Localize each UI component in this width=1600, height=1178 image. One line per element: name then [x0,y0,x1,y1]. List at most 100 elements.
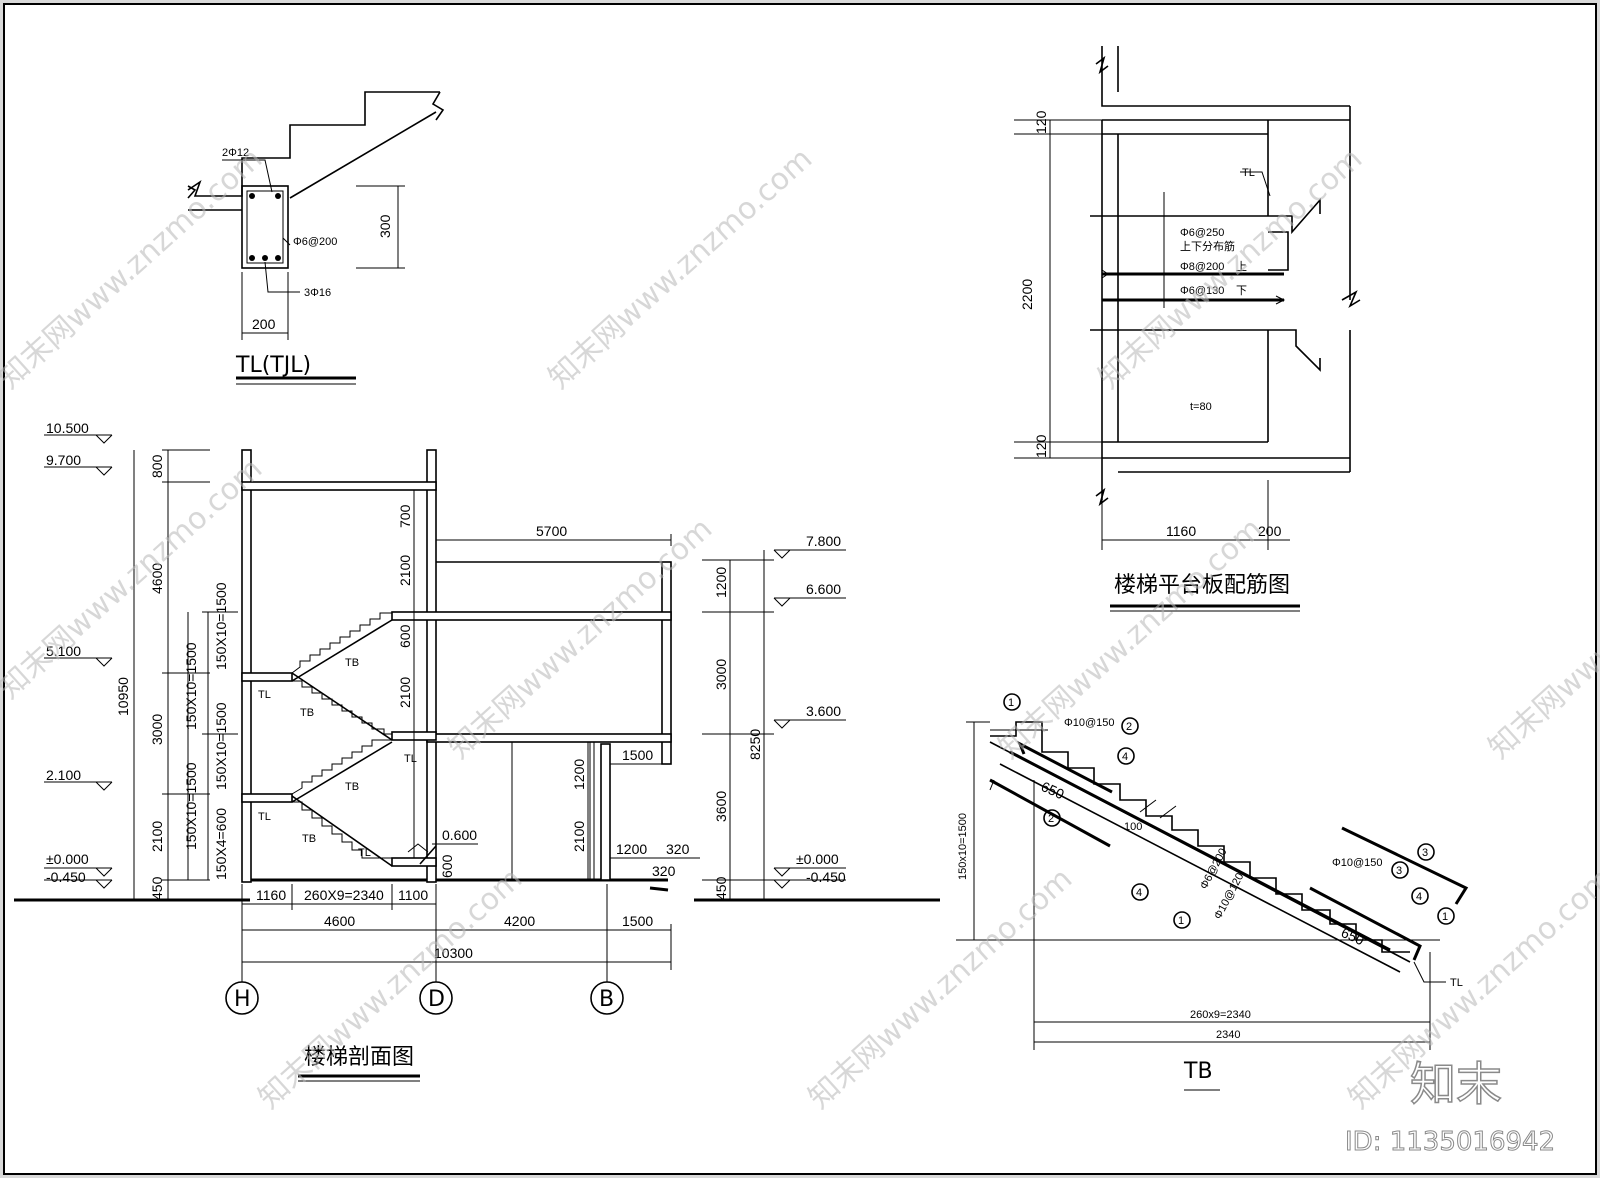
r-dim-450: 450 [713,876,729,900]
canopy-1500: 1500 [622,747,653,763]
sheet-border [3,3,1597,1175]
dim-flight-5: 150X4=600 [213,808,229,880]
tb-tl-label: TL [1450,977,1463,989]
door-dim-2100: 2100 [571,821,587,852]
platform-thickness: t=80 [1190,401,1212,413]
elev-9700: 9.700 [46,452,81,468]
elev-minus-0450: -0.450 [46,869,86,885]
dim-450: 450 [149,876,165,900]
tb-height: 150x10=1500 [957,813,969,880]
dim-600-b: 600 [439,854,455,878]
r-dim-3000: 3000 [713,659,729,690]
dim-flight-4: 150X10=1500 [183,762,199,850]
stair-section: TB TB TB TB TL TL TL TL 10.500 9.700 5.1… [14,420,940,1082]
elev-0000: ±0.000 [46,851,89,867]
rebar-1: Φ6@250 [1180,227,1224,239]
elev-r-minus-0450: -0.450 [806,869,846,885]
right-dims: 1200 3000 3600 450 8250 [702,550,774,900]
tb-rebar-top: Φ10@150 [1064,717,1115,729]
dim-3000: 3000 [149,714,165,745]
small-dim-320-a: 320 [666,841,690,857]
dim-2100-b: 2100 [397,677,413,708]
dim-4600: 4600 [149,563,165,594]
tb-total: 2340 [1216,1029,1240,1041]
marker-1-c: 1 [1442,911,1448,923]
tl-label-4: TL [358,847,371,859]
bot-2340: 260X9=2340 [304,887,384,903]
r-dim-3600: 3600 [713,791,729,822]
dim-flight-3: 150X10=1500 [213,702,229,790]
tl-bottom-bar-label: 3Φ16 [304,287,331,299]
tb-rebar-end: Φ10@150 [1332,857,1383,869]
dim-2100: 2100 [149,821,165,852]
dim-flight-2: 150X10=1500 [183,642,199,730]
dim-600-a: 600 [397,624,413,648]
axis-d: D [428,987,445,1012]
tb-run: 260x9=2340 [1190,1009,1251,1021]
dim-700: 700 [397,504,413,528]
rebar-2: Φ8@200 [1180,261,1224,273]
bot-1160: 1160 [256,887,286,903]
tl-label-3: TL [404,753,417,765]
left-dims: 800 4600 3000 2100 450 10950 150X10=1500… [115,449,238,900]
right-elevations: 7.800 6.600 3.600 ±0.000 -0.450 [773,533,846,889]
dim-10950: 10950 [115,677,131,716]
platform-dim-200: 200 [1258,523,1282,539]
platform-tl-label: TL [1242,167,1255,179]
r-dim-8250: 8250 [747,729,763,760]
axis-h: H [234,987,251,1012]
marker-2-b: 2 [1048,813,1054,825]
bot-1100: 1100 [398,887,428,903]
marker-1-a: 1 [1008,697,1014,709]
bot-1500: 1500 [622,913,653,929]
tl-width-dim: 200 [252,316,276,332]
dim-5700: 5700 [536,523,567,539]
platform-dim-1160: 1160 [1166,523,1196,539]
small-dim-1200: 1200 [616,841,647,857]
marker-1-b: 1 [1178,915,1184,927]
platform-dim-120-b: 120 [1033,434,1049,458]
tl-label-2: TL [258,811,271,823]
elev-10500: 10.500 [46,420,89,436]
tl-detail-title: TL(TJL) [235,353,311,378]
tb-label-4: TB [302,833,316,845]
brand-mark: 知末 ID: 1135016942 [1345,1056,1556,1157]
platform-dim-2200: 2200 [1019,279,1035,310]
r-dim-1200: 1200 [713,567,729,598]
elev-2100: 2.100 [46,767,81,783]
bot-4600: 4600 [324,913,355,929]
inner-dims: 700 2100 600 2100 600 0.600 [397,490,478,878]
bot-4200: 4200 [504,913,535,929]
left-elevations: 10.500 9.700 5.100 2.100 ±0.000 -0.450 [44,420,113,889]
axis-b: B [599,987,614,1012]
tb-title: TB [1183,1059,1213,1084]
marker-3-a: 3 [1422,847,1428,859]
tb-label-1: TB [345,657,359,669]
brand-logo: 知末 [1410,1057,1502,1111]
platform-dim-120-a: 120 [1033,110,1049,134]
dim-2100-a: 2100 [397,555,413,586]
marker-3-b: 3 [1396,865,1402,877]
tl-label-1: TL [258,689,271,701]
tl-top-bar-label: 2Φ12 [222,147,249,159]
rebar-2-note: 上 [1236,260,1247,273]
tb-label-2: TB [300,707,314,719]
level-0600: 0.600 [442,827,477,843]
elev-r-3600: 3.600 [806,703,841,719]
dim-flight-1: 150X10=1500 [213,582,229,670]
door-dim-1200: 1200 [571,759,587,790]
small-dim-320-b: 320 [652,863,676,879]
tb-label-3: TB [345,781,359,793]
rebar-3-note: 下 [1236,285,1247,297]
marker-4-a: 4 [1122,751,1128,763]
marker-4-b: 4 [1136,887,1142,899]
rebar-3: Φ6@130 [1180,285,1224,297]
platform-slab: TL Φ6@250 上下分布筋 Φ8@200 上 Φ6@130 下 t=80 1… [1014,46,1361,612]
tl-height-dim: 300 [377,214,393,238]
elev-r-6600: 6.600 [806,581,841,597]
elev-r-0000: ±0.000 [796,851,839,867]
marker-4-c: 4 [1416,891,1422,903]
rebar-1-note: 上下分布筋 [1180,239,1235,253]
bot-10300: 10300 [434,945,473,961]
